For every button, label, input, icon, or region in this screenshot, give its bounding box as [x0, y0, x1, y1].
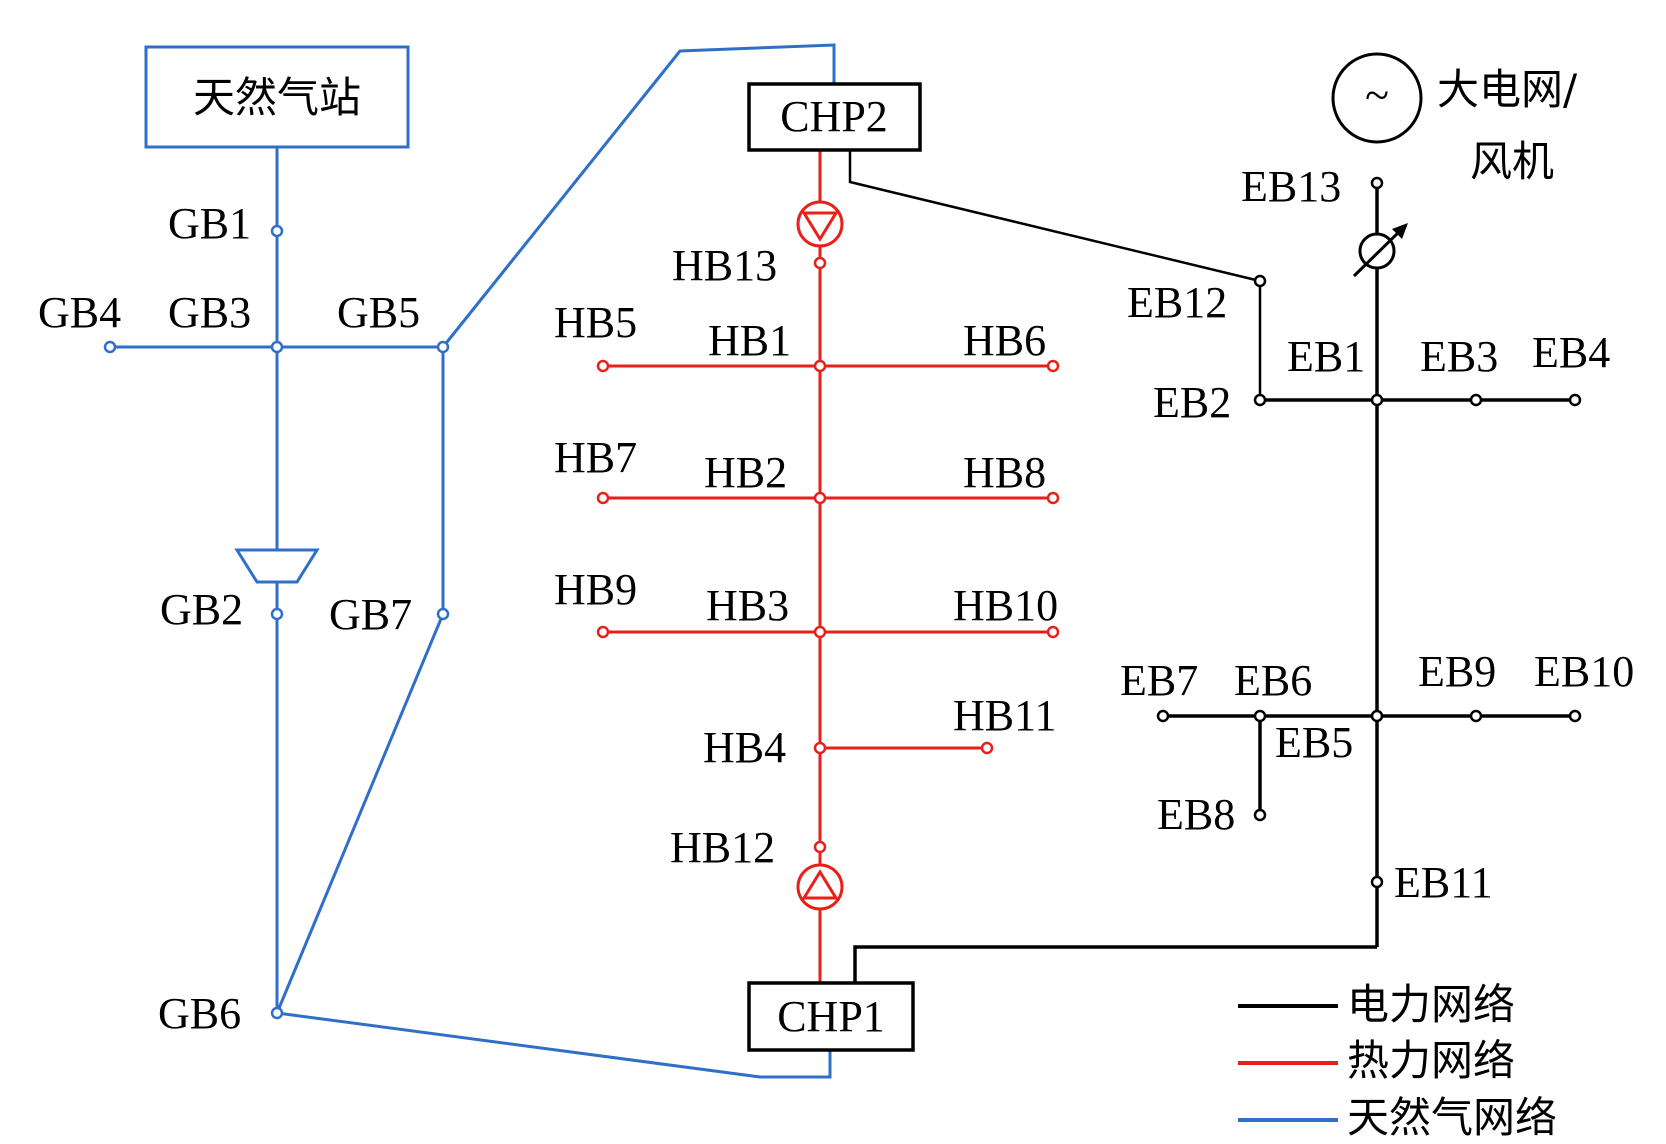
gas-network: 天然气站 GB1 GB4 GB3 GB5 GB2 GB7 GB6 [38, 43, 836, 1079]
gas-node-gb4 [103, 340, 117, 354]
gas-label-gb3: GB3 [168, 288, 251, 337]
legend-label-heat: 热力网络 [1347, 1036, 1515, 1085]
gas-station-label: 天然气站 [193, 73, 361, 122]
legend-label-elec: 电力网络 [1347, 980, 1515, 1029]
heat-node-hb13 [813, 256, 827, 270]
gas-node-gb6 [270, 1006, 284, 1020]
elec-node-eb12 [1253, 274, 1267, 288]
transformer-icon [1358, 232, 1396, 270]
heat-node-hb1 [813, 359, 827, 373]
heat-label-hb9: HB9 [554, 565, 637, 614]
elec-node-eb5 [1370, 709, 1384, 723]
heat-label-hb4: HB4 [703, 723, 786, 772]
elec-node-eb6 [1253, 709, 1267, 723]
heat-node-hb7 [596, 491, 610, 505]
gas-line-gb7-gb6 [275, 613, 445, 1014]
elec-label-eb6: EB6 [1234, 656, 1312, 705]
heat-network: HB13 HB5 HB1 HB6 HB7 HB2 HB8 HB9 HB3 HB1… [554, 150, 1060, 983]
gas-label-gb5: GB5 [337, 288, 420, 337]
chp1-unit: CHP1 [747, 981, 915, 1052]
heat-label-hb13: HB13 [672, 241, 777, 290]
chp2-label: CHP2 [780, 92, 888, 141]
elec-label-eb12: EB12 [1127, 278, 1227, 327]
pump-top-triangle [801, 211, 839, 242]
elec-node-eb10 [1568, 709, 1582, 723]
gas-node-gb3 [270, 340, 284, 354]
gas-node-gb1 [270, 224, 284, 238]
heat-label-hb12: HB12 [670, 823, 775, 872]
chp2-box [747, 82, 922, 152]
heat-node-hb3 [813, 625, 827, 639]
grid-generator-icon [1331, 52, 1423, 144]
gas-label-gb2: GB2 [160, 585, 243, 634]
heat-label-hb2: HB2 [704, 448, 787, 497]
elec-node-eb2 [1253, 393, 1267, 407]
transformer-arrowhead [1392, 223, 1408, 239]
elec-node-eb9 [1469, 709, 1483, 723]
heat-label-hb5: HB5 [554, 298, 637, 347]
elec-node-eb4 [1568, 393, 1582, 407]
elec-node-eb8 [1253, 808, 1267, 822]
heat-label-hb10: HB10 [953, 581, 1058, 630]
gas-node-gb5 [436, 340, 450, 354]
legend-label-gas: 天然气网络 [1347, 1093, 1557, 1142]
heat-label-hb3: HB3 [706, 581, 789, 630]
compressor-icon [234, 548, 320, 584]
heat-node-hb9 [596, 625, 610, 639]
gas-node-gb2 [270, 607, 284, 621]
elec-node-eb1 [1370, 393, 1384, 407]
gas-line-gb5-chp2 [441, 43, 836, 348]
heat-node-hb2 [813, 491, 827, 505]
elec-node-eb13 [1370, 176, 1384, 190]
chp2-unit: CHP2 [747, 82, 922, 152]
heat-node-hb11 [980, 741, 994, 755]
heat-node-hb10 [1046, 625, 1060, 639]
heat-label-hb8: HB8 [963, 448, 1046, 497]
elec-label-eb11: EB11 [1394, 858, 1493, 907]
elec-line-eb11-chp1 [853, 945, 1377, 985]
heat-node-hb8 [1046, 491, 1060, 505]
gas-label-gb4: GB4 [38, 288, 121, 337]
elec-label-eb7: EB7 [1120, 656, 1198, 705]
heat-label-hb11: HB11 [953, 691, 1057, 740]
elec-line-chp2-eb12 [848, 150, 1262, 400]
heat-node-hb5 [596, 359, 610, 373]
elec-node-eb3 [1469, 393, 1483, 407]
gas-line-gb6-chp1 [276, 1011, 832, 1079]
elec-label-eb9: EB9 [1418, 647, 1496, 696]
gas-label-gb6: GB6 [158, 989, 241, 1038]
gas-label-gb1: GB1 [168, 199, 251, 248]
elec-node-eb7 [1156, 709, 1170, 723]
heat-label-hb1: HB1 [708, 316, 791, 365]
elec-label-eb5: EB5 [1275, 718, 1353, 767]
elec-label-eb2: EB2 [1153, 378, 1231, 427]
chp1-box [747, 981, 915, 1052]
transformer-arrow-icon [1352, 225, 1406, 278]
electric-network: ~ 大电网/ 风机 EB13 EB12 EB1 EB3 EB4 EB2 EB7 … [848, 52, 1634, 985]
grid-generator-symbol: ~ [1365, 71, 1389, 120]
gas-node-gb7 [436, 607, 450, 621]
heat-label-hb7: HB7 [554, 433, 637, 482]
heat-node-hb6 [1046, 359, 1060, 373]
elec-label-eb13: EB13 [1241, 162, 1341, 211]
chp1-label: CHP1 [777, 992, 885, 1041]
pump-bottom-triangle [801, 869, 839, 900]
grid-label: 大电网/ [1437, 65, 1578, 114]
gas-station-box [144, 45, 410, 149]
heat-node-hb12 [813, 840, 827, 854]
heat-node-hb4 [813, 741, 827, 755]
elec-node-eb11 [1370, 875, 1384, 889]
elec-label-eb4: EB4 [1532, 328, 1610, 377]
elec-label-eb3: EB3 [1420, 332, 1498, 381]
elec-label-eb8: EB8 [1157, 790, 1235, 839]
elec-label-eb10: EB10 [1534, 647, 1634, 696]
grid-label-line2: 风机 [1470, 137, 1554, 186]
heat-label-hb6: HB6 [963, 316, 1046, 365]
elec-label-eb1: EB1 [1287, 332, 1365, 381]
gas-label-gb7: GB7 [329, 590, 412, 639]
legend: 电力网络 热力网络 天然气网络 [1238, 980, 1557, 1142]
